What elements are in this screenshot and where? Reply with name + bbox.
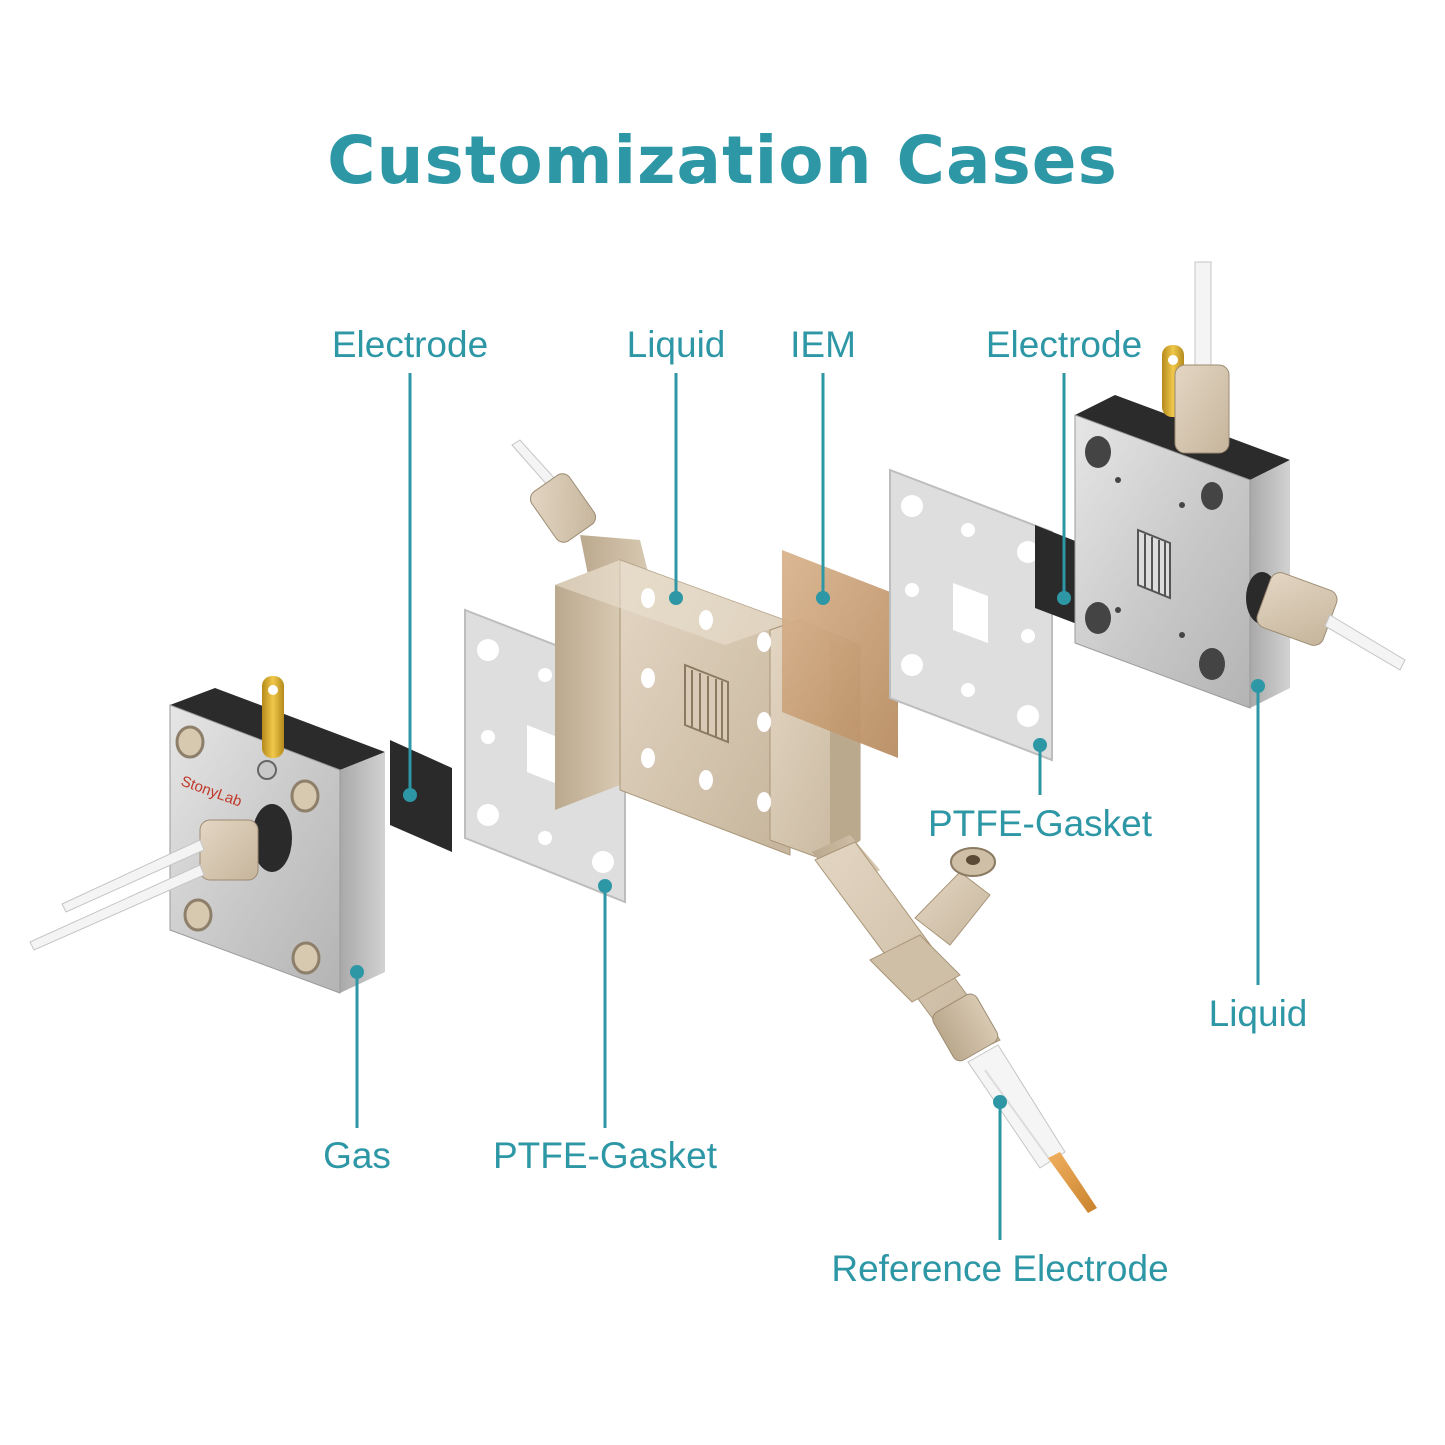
label-ptfe-gasket-left: PTFE-Gasket — [492, 1135, 718, 1176]
label-gas: Gas — [323, 1135, 391, 1176]
label-liquid-right: Liquid — [1208, 993, 1308, 1034]
label-iem: IEM — [790, 324, 856, 365]
label-ptfe-gasket-right: PTFE-Gasket — [927, 803, 1153, 844]
page-title: Customization Cases — [327, 122, 1118, 199]
label-electrode-right: Electrode — [985, 324, 1143, 365]
iem-membrane — [782, 550, 898, 758]
label-electrode-left: Electrode — [331, 324, 489, 365]
right-ptfe-gasket — [889, 468, 1053, 762]
right-end-plate — [1074, 261, 1406, 709]
reference-electrode-assembly — [814, 841, 1097, 1213]
left-electrode-sheet — [390, 740, 452, 852]
label-reference-electrode: Reference Electrode — [831, 1248, 1169, 1289]
leader-lines — [350, 373, 1265, 1240]
label-liquid-top: Liquid — [626, 324, 726, 365]
left-end-plate — [29, 676, 385, 994]
